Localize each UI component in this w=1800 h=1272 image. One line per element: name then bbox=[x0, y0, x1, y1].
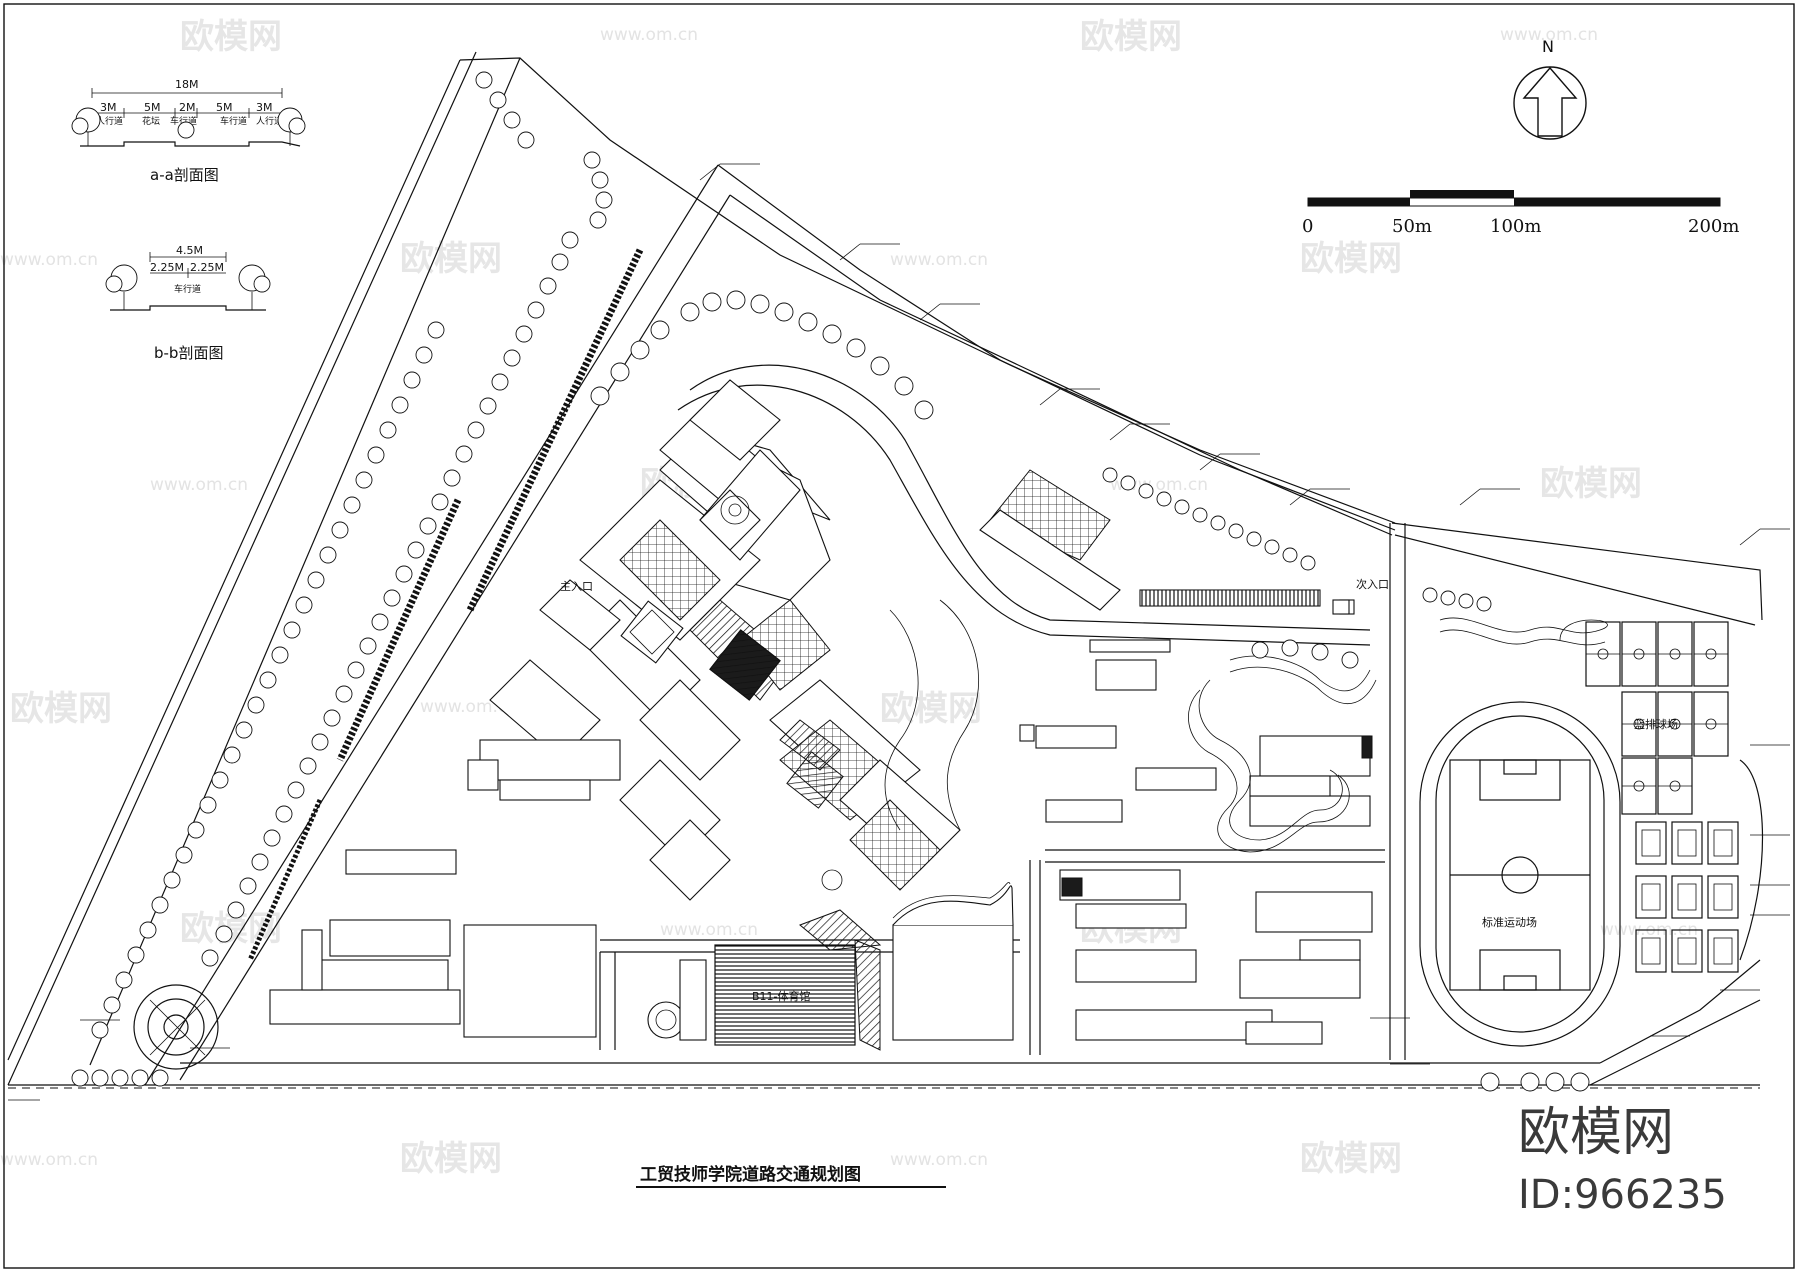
secondary-entrance-label: 次入口 bbox=[1356, 577, 1389, 591]
watermark-brand: 欧模网 bbox=[180, 17, 282, 57]
section-aa-width-4: 5M bbox=[216, 101, 233, 114]
scale-label-0: 0 bbox=[1302, 216, 1313, 237]
drawing-title-block: 工贸技师学院道路交通规划图 bbox=[636, 1164, 946, 1188]
watermark-brand: 欧模网 bbox=[1300, 239, 1402, 279]
watermark-id: ID:966235 bbox=[1518, 1172, 1727, 1218]
watermark-url: www.om.cn bbox=[150, 475, 248, 495]
section-aa-width-5: 3M bbox=[256, 101, 273, 114]
section-aa-zone-2: 花坛 bbox=[142, 115, 160, 127]
section-aa-zone-4: 车行道 bbox=[220, 115, 247, 127]
watermark-brand: 欧模网 bbox=[10, 689, 112, 729]
section-bb-width-2: 2.25M bbox=[190, 261, 224, 274]
section-bb-width-1: 2.25M bbox=[150, 261, 184, 274]
main-entrance-label: 主入口 bbox=[560, 580, 593, 593]
watermark-brand: 欧模网 bbox=[1540, 464, 1642, 504]
section-bb: 4.5M 2.25M 2.25M 车行道 b-b剖面图 bbox=[105, 244, 271, 362]
watermark-brand: 欧模网 bbox=[400, 239, 502, 279]
courts: 篮排球场 bbox=[1585, 621, 1763, 973]
watermark-url: www.om.cn bbox=[0, 1150, 98, 1170]
buildings: B11-体育馆 bbox=[269, 379, 1373, 1051]
watermark-logo-text: 欧模网 bbox=[1518, 1103, 1674, 1163]
scale-label-50: 50m bbox=[1392, 216, 1432, 237]
watermark-url: www.om.cn bbox=[1500, 25, 1598, 45]
scale-label-100: 100m bbox=[1490, 216, 1541, 237]
section-aa-title: a-a剖面图 bbox=[150, 166, 219, 184]
tree-rows bbox=[71, 71, 1590, 1092]
watermark-brand: 欧模网 bbox=[400, 1139, 502, 1179]
stadium: 标准运动场 bbox=[1419, 701, 1621, 1047]
north-arrow-icon: N bbox=[1513, 37, 1587, 140]
watermark-brand: 欧模网 bbox=[880, 689, 982, 729]
watermark-brand: 欧模网 bbox=[1300, 1139, 1402, 1179]
section-aa: 18M 3M 5M 2M 5M 3M 人行道 花坛 车行道 车行道 人行道 a-… bbox=[71, 78, 306, 184]
section-aa-zone-1: 人行道 bbox=[96, 115, 123, 127]
scale-label-200: 200m bbox=[1688, 216, 1739, 237]
north-label: N bbox=[1542, 37, 1554, 56]
scale-bar: 0 50m 100m 200m bbox=[1302, 190, 1739, 237]
gym-label: B11-体育馆 bbox=[752, 989, 811, 1003]
watermark-brand: 欧模网 bbox=[1080, 17, 1182, 57]
section-aa-zone-5: 人行道 bbox=[256, 115, 283, 127]
section-aa-width-2: 5M bbox=[144, 101, 161, 114]
watermark-url: www.om.cn bbox=[0, 250, 98, 270]
roads bbox=[7, 51, 1763, 1089]
gym-building bbox=[714, 944, 856, 1046]
drawing-frame bbox=[3, 3, 1795, 1269]
watermark-url: www.om.cn bbox=[890, 250, 988, 270]
drawing-title: 工贸技师学院道路交通规划图 bbox=[640, 1164, 861, 1185]
section-aa-total: 18M bbox=[175, 78, 199, 91]
leader-tags bbox=[8, 163, 1790, 1101]
stadium-label: 标准运动场 bbox=[1482, 915, 1537, 929]
waterscape bbox=[884, 599, 1608, 853]
entrances: 主入口 次入口 bbox=[560, 577, 1389, 615]
watermark-url: www.om.cn bbox=[660, 920, 758, 940]
section-bb-total: 4.5M bbox=[176, 244, 203, 257]
section-aa-width-1: 3M bbox=[100, 101, 117, 114]
section-aa-width-3: 2M bbox=[179, 101, 196, 114]
watermark-url: www.om.cn bbox=[600, 25, 698, 45]
section-bb-title: b-b剖面图 bbox=[154, 344, 223, 362]
watermark-url: www.om.cn bbox=[890, 1150, 988, 1170]
section-bb-zone: 车行道 bbox=[174, 283, 201, 295]
courts-label: 篮排球场 bbox=[1634, 717, 1678, 731]
watermark-logo: 欧模网 ID:966235 bbox=[1518, 1103, 1727, 1218]
